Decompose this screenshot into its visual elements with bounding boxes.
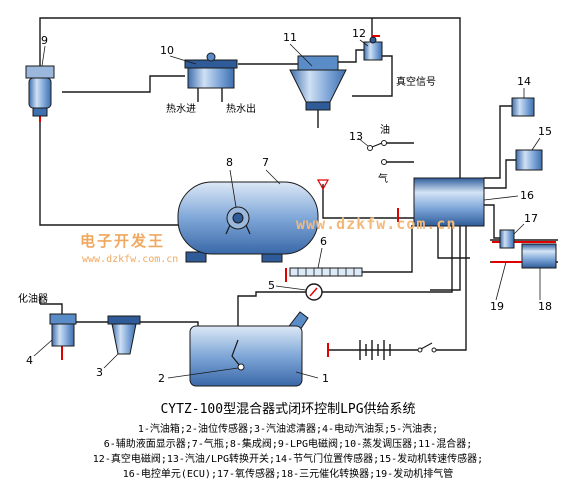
evaporator-regulator-10	[184, 52, 238, 89]
label-2: 2	[158, 372, 165, 385]
ecu-to-15	[484, 159, 516, 189]
mixer-11	[289, 55, 347, 111]
vacuum-signal-label: 真空信号	[396, 75, 436, 88]
electric-fuel-pump-4	[49, 313, 77, 347]
antenna-icon	[316, 179, 330, 191]
label-3: 3	[96, 366, 103, 379]
pipe-9-to-10	[62, 75, 185, 93]
oil-label: 油	[380, 123, 390, 136]
legend-line-2: 6-辅助液面显示器;7-气瓶;8-集成阀;9-LPG电磁阀;10-蒸发调压器;1…	[104, 437, 472, 450]
ecu-to-17	[484, 204, 500, 239]
integrated-valve-8	[225, 206, 251, 235]
engine-speed-sensor-15	[515, 149, 543, 171]
watermark-url-large: www.dzkfw.com.cn	[296, 215, 457, 233]
label-16: 16	[520, 189, 534, 202]
label-10: 10	[160, 44, 174, 57]
carburetor-label: 化油器	[18, 292, 48, 305]
level-sender-2	[231, 339, 245, 371]
label-18: 18	[538, 300, 552, 313]
watermark-url-small: www.dzkfw.com.cn	[82, 254, 178, 265]
lpg-solenoid-valve-9	[25, 65, 55, 117]
throttle-position-sensor-14	[511, 97, 535, 117]
component-numbers: 9 10 11 12 14 15 13 8 7 16 17 6 5 19 18 …	[26, 27, 552, 385]
label-11: 11	[283, 31, 297, 44]
antenna-wire	[322, 184, 330, 219]
battery-line-right	[434, 226, 467, 351]
fuel-gauge-5	[305, 283, 323, 301]
label-12: 12	[352, 27, 366, 40]
oxygen-sensor-17	[499, 229, 515, 249]
ecu-to-display-6	[360, 225, 413, 273]
legend-line-4: 16-电控单元(ECU);17-氧传感器;18-三元催化转换器;19-发动机排气…	[123, 467, 453, 480]
vacuum-solenoid-12	[363, 36, 383, 61]
hot-water-out-label: 热水出	[226, 102, 256, 115]
label-4: 4	[26, 354, 33, 367]
level-display-6	[289, 267, 363, 277]
label-14: 14	[517, 75, 531, 88]
carburetor-line	[40, 303, 63, 314]
leader-lines	[33, 39, 541, 379]
fuel-filter-3	[107, 315, 141, 355]
ignition-switch	[417, 342, 437, 353]
ecu-16	[413, 177, 485, 227]
hot-water-in-label: 热水进	[166, 102, 196, 115]
label-17: 17	[524, 212, 538, 225]
label-15: 15	[538, 125, 552, 138]
label-19: 19	[490, 300, 504, 313]
diagram-title: CYTZ-100型混合器式闭环控制LPG供给系统	[160, 402, 415, 417]
label-8: 8	[226, 156, 233, 169]
legend-line-3: 12-真空电磁阀;13-汽油/LPG转换开关;14-节气门位置传感器;15-发动…	[93, 452, 483, 465]
label-9: 9	[41, 34, 48, 47]
fuel-tank-1	[189, 311, 309, 387]
pipe-11-to-12	[336, 49, 368, 63]
label-7: 7	[262, 156, 269, 169]
catalytic-converter-18	[521, 243, 557, 269]
pipe-3-to-tank	[140, 321, 199, 344]
battery	[359, 340, 391, 360]
gauge-5-to-ecu	[322, 226, 453, 293]
label-1: 1	[322, 372, 329, 385]
ecu-to-14	[484, 105, 512, 179]
vacuum-signal-line	[352, 55, 393, 97]
switch-13	[367, 140, 387, 165]
ecu-down-wire	[437, 225, 470, 259]
top-loop-wire	[39, 17, 461, 291]
pipe-to-valve-8	[39, 200, 222, 226]
gas-label: 气	[378, 172, 388, 185]
label-6: 6	[320, 235, 327, 248]
sender-wire	[237, 291, 286, 340]
label-5: 5	[268, 279, 275, 292]
label-13: 13	[349, 130, 363, 143]
legend-line-1: 1-汽油箱;2-油位传感器;3-汽油滤清器;4-电动汽油泵;5-汽油表;	[138, 422, 438, 435]
watermark-brand: 电子开发王	[80, 232, 165, 250]
